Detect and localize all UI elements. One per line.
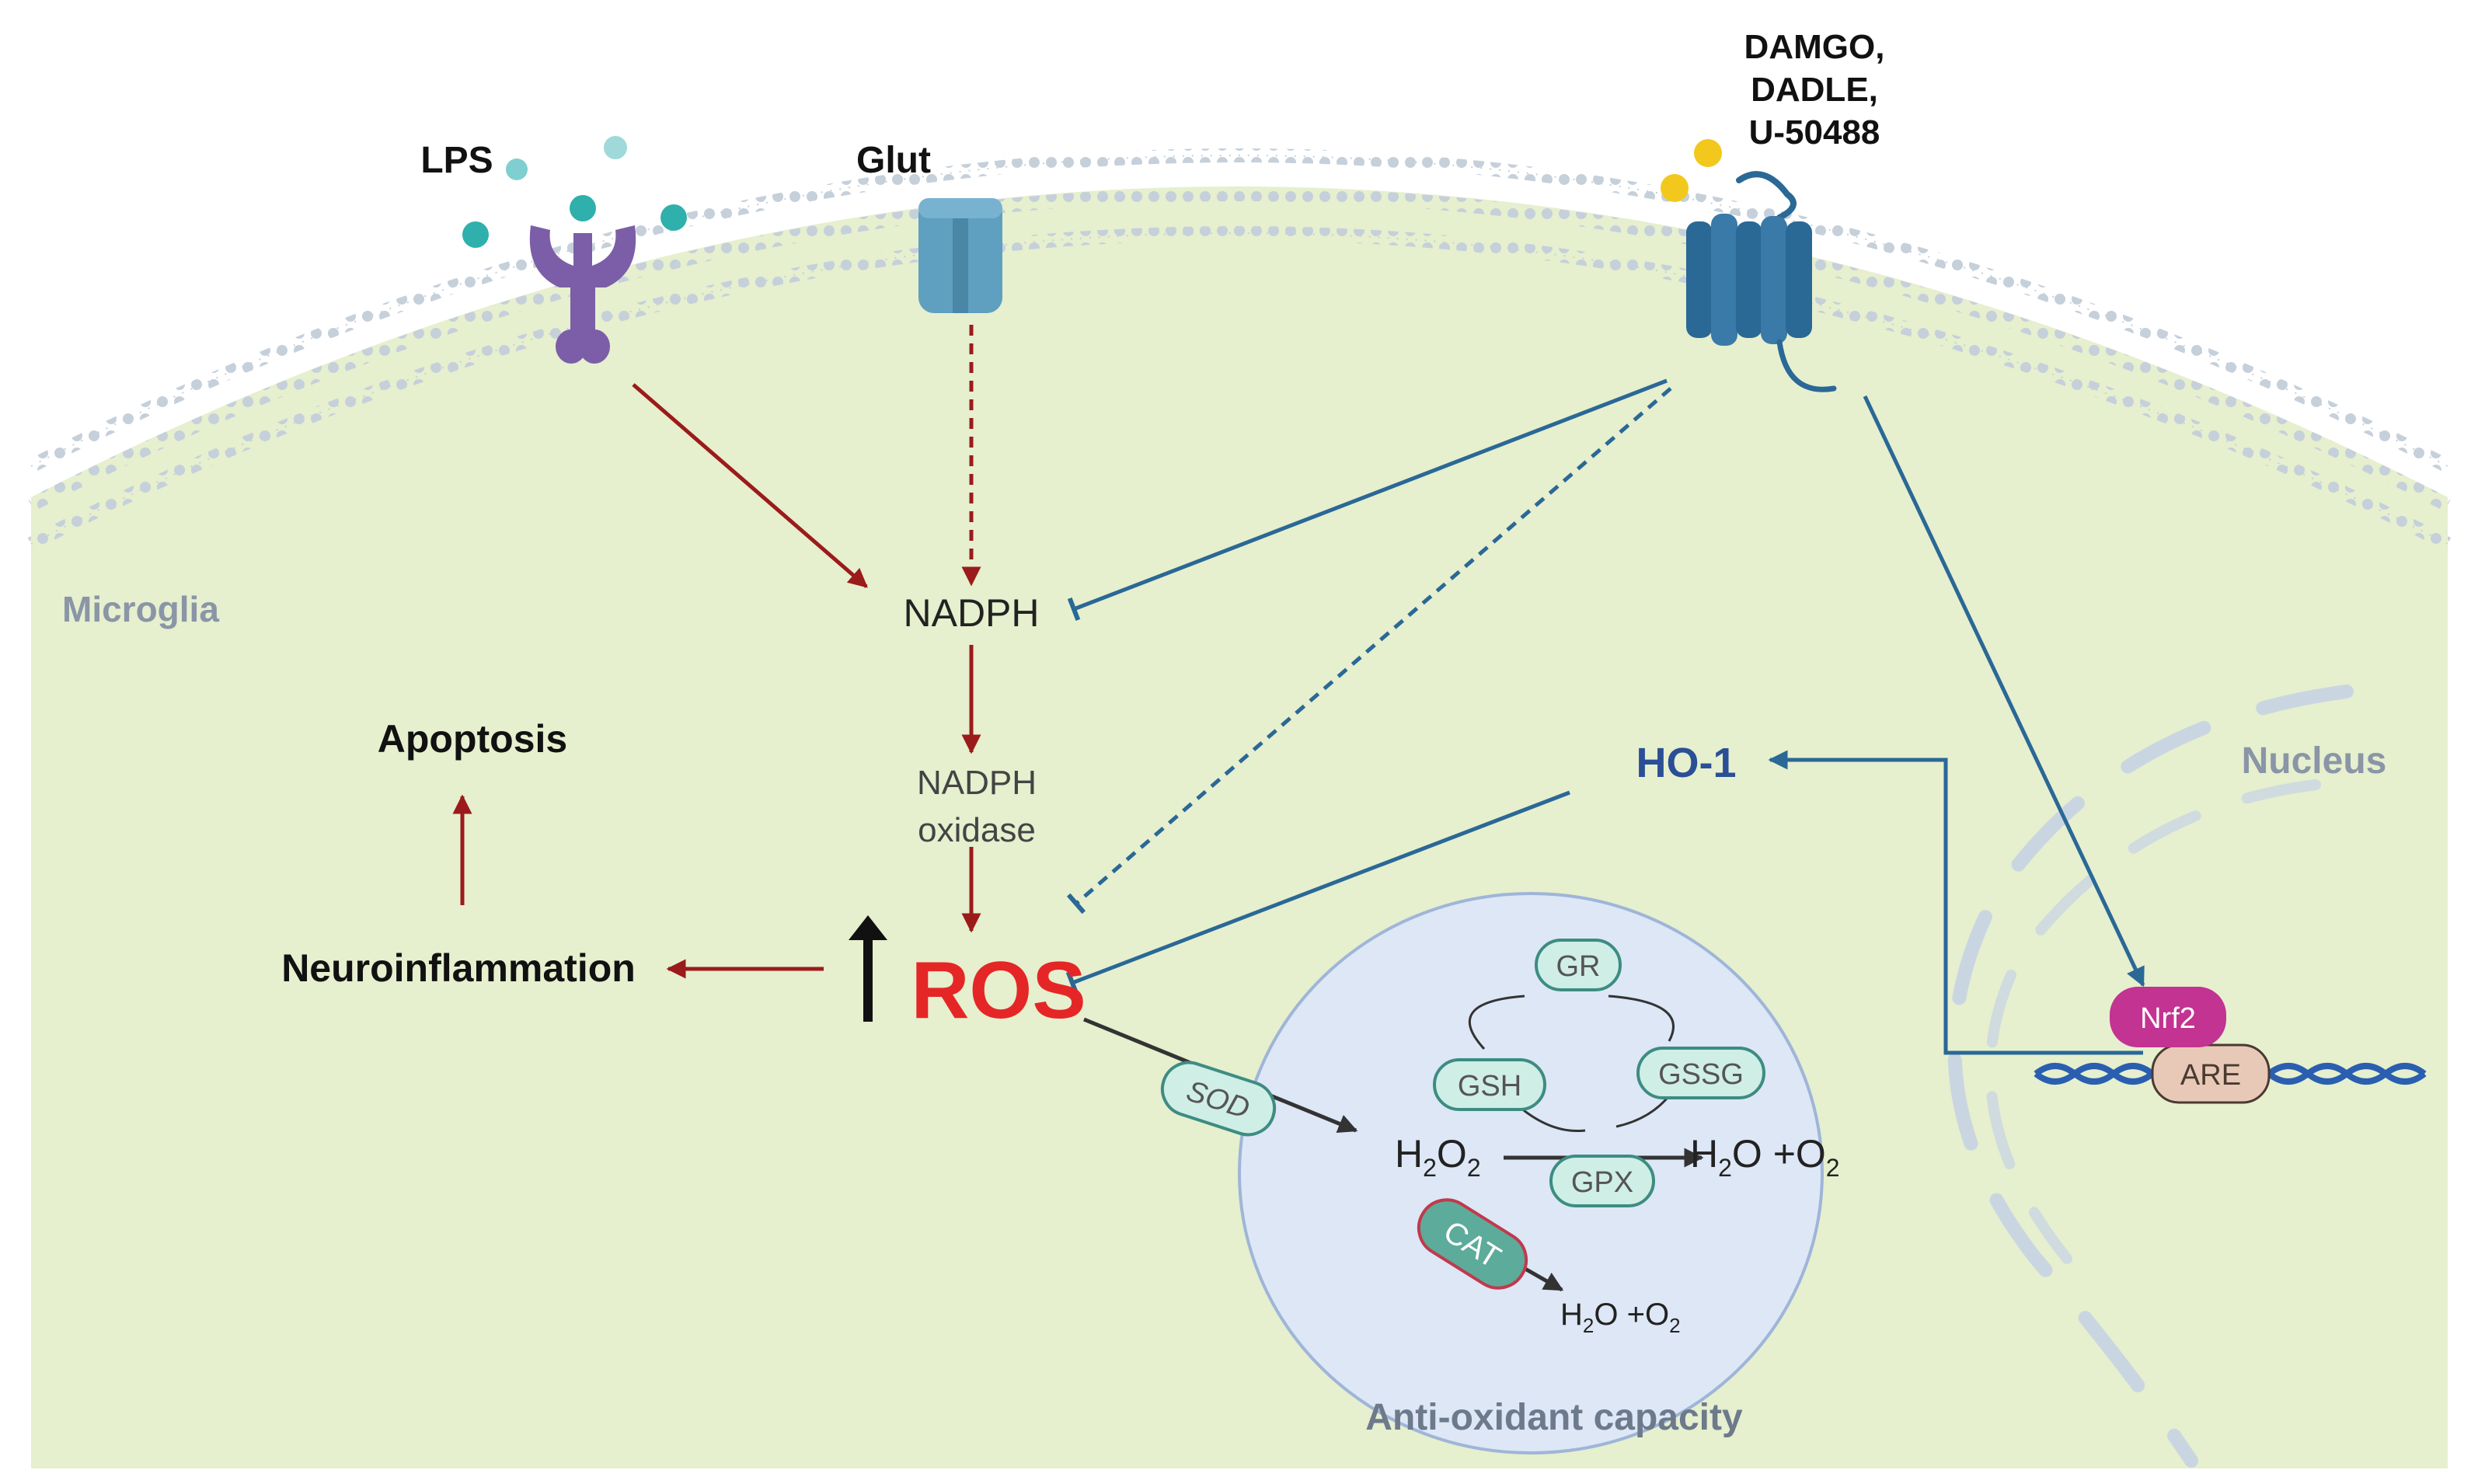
gpx-capsule	[1549, 1155, 1655, 1207]
ros-increase-arrowhead	[849, 915, 887, 940]
red-pathway-arrows	[452, 325, 981, 979]
cat-capsule	[1417, 1198, 1528, 1290]
antioxidant-capacity-label: Anti-oxidant capacity	[1365, 1397, 1743, 1438]
opioid-receptor	[1686, 171, 1837, 392]
agonist-molecules	[1661, 139, 1722, 202]
agonist-label-line1: DAMGO,	[1744, 28, 1885, 66]
are-block	[2151, 1043, 2271, 1104]
nrf2-label: Nrf2	[2140, 1002, 2196, 1035]
sod-capsule	[1160, 1061, 1277, 1137]
enzyme-capsules	[1160, 939, 1765, 1207]
blue-pathway-arrows	[1065, 378, 2145, 1055]
antioxidant-compartment	[1238, 892, 1824, 1454]
gpx-label: GPX	[1571, 1166, 1633, 1199]
ho1-label: HO-1	[1636, 740, 1736, 786]
water-oxygen-label: H2O +O2	[1690, 1132, 1840, 1182]
are-label: ARE	[2180, 1059, 2241, 1092]
nucleus-envelope	[1947, 685, 2354, 1468]
nadph-oxidase-line1: NADPH	[917, 764, 1037, 802]
h2o2-label: H2O2	[1395, 1132, 1481, 1182]
tlr4-receptor	[529, 225, 636, 364]
cytoplasm	[31, 186, 2448, 1468]
lps-molecules	[462, 136, 687, 248]
microglia-label: Microglia	[62, 589, 219, 629]
cell-membrane	[27, 148, 2452, 551]
nucleus-label: Nucleus	[2242, 740, 2387, 782]
lps-label: LPS	[420, 140, 493, 181]
gr-label: GR	[1556, 950, 1601, 983]
glutamate-channel	[918, 198, 1002, 313]
water-oxygen-cat-label: H2O +O2	[1560, 1298, 1681, 1337]
neuroinflammation-label: Neuroinflammation	[281, 946, 636, 990]
nadph-label: NADPH	[903, 591, 1039, 635]
ros-label: ROS	[911, 946, 1086, 1036]
gr-capsule	[1535, 939, 1622, 991]
gsh-label: GSH	[1458, 1070, 1521, 1103]
gssg-label: GSSG	[1658, 1058, 1744, 1091]
nadph-oxidase-line2: oxidase	[918, 811, 1036, 849]
agonist-label-line2: DADLE,	[1751, 71, 1878, 109]
agonist-label-line3: U-50488	[1749, 113, 1880, 152]
glut-label: Glut	[856, 140, 931, 181]
gsh-capsule	[1433, 1058, 1546, 1111]
nrf2-block	[2110, 987, 2226, 1047]
apoptosis-label: Apoptosis	[378, 717, 567, 761]
gssg-capsule	[1636, 1047, 1765, 1099]
